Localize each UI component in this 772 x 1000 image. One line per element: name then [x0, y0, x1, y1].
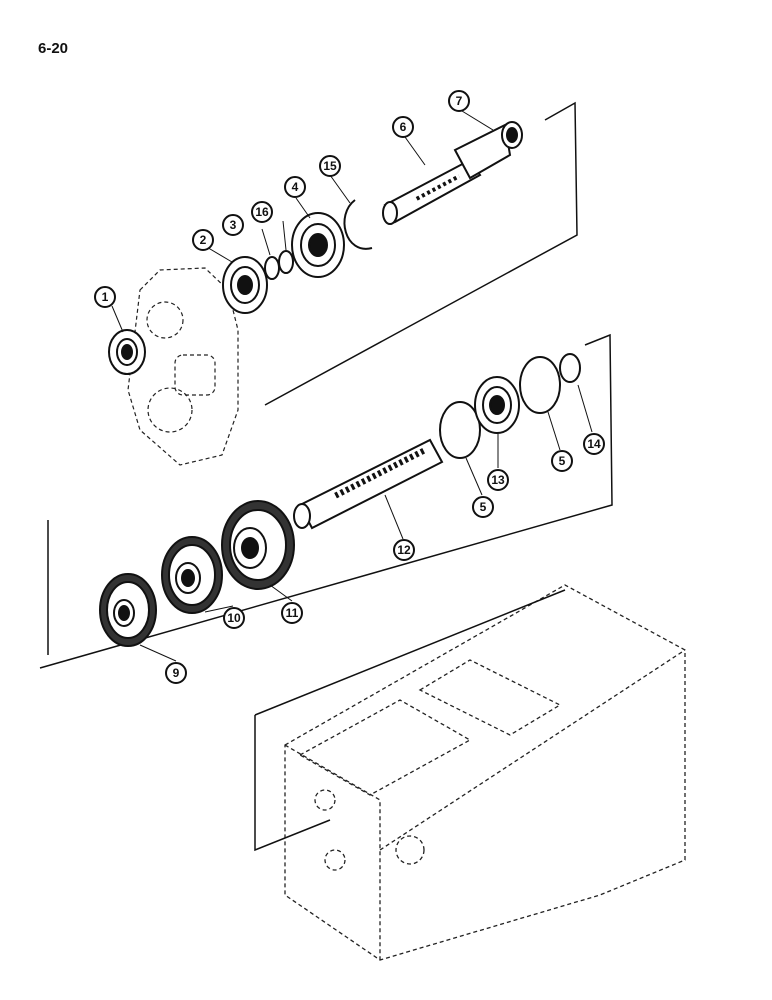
callout-2: 2	[200, 233, 207, 247]
callout-1: 1	[102, 290, 109, 304]
upper-assembly-frame	[264, 101, 578, 406]
callout-5b: 5	[559, 454, 566, 468]
callout-11: 11	[286, 606, 299, 620]
bearing-part-4-icon	[291, 212, 345, 278]
gear-part-10-icon	[161, 536, 223, 614]
snap-ring-part-3-icon	[264, 256, 280, 280]
needle-bearing-part-7-icon	[501, 121, 523, 149]
case-frame	[254, 589, 566, 852]
snap-ring-part-5b-icon	[519, 356, 561, 414]
retaining-ring-part-15-icon	[343, 199, 373, 250]
callout-15: 15	[323, 159, 337, 173]
snap-ring-part-16-icon	[278, 250, 294, 274]
callout-13: 13	[491, 473, 505, 487]
leader-lines	[111, 110, 593, 662]
gear-part-11-icon	[221, 500, 295, 590]
transmission-case-icon	[284, 584, 686, 961]
gear-part-9-icon	[99, 573, 157, 647]
bearing-part-13-icon	[474, 376, 520, 434]
snap-ring-part-5a-icon	[439, 401, 481, 459]
callout-10: 10	[227, 611, 241, 625]
callout-7: 7	[456, 94, 463, 108]
callout-bubbles	[94, 90, 605, 684]
gearbox-housing-icon	[127, 267, 239, 466]
callout-labels: 1 2 3 16 4 15 6 7 5 5 13 14 12 11 10 9	[102, 94, 601, 680]
input-shaft-part-6-icon	[382, 123, 512, 225]
callout-3: 3	[230, 218, 237, 232]
bearing-part-2-icon	[222, 256, 268, 314]
callout-9: 9	[173, 666, 180, 680]
callout-16: 16	[255, 205, 269, 219]
callout-12: 12	[397, 543, 411, 557]
callout-5a: 5	[480, 500, 487, 514]
callout-4: 4	[292, 180, 299, 194]
callout-14: 14	[587, 437, 601, 451]
splined-shaft-part-12-icon	[293, 438, 444, 530]
lower-assembly-frame	[39, 333, 613, 669]
bearing-part-1-icon	[108, 329, 146, 375]
page-number: 6-20	[38, 40, 69, 57]
snap-ring-part-14-icon	[559, 353, 581, 383]
callout-6: 6	[400, 120, 407, 134]
